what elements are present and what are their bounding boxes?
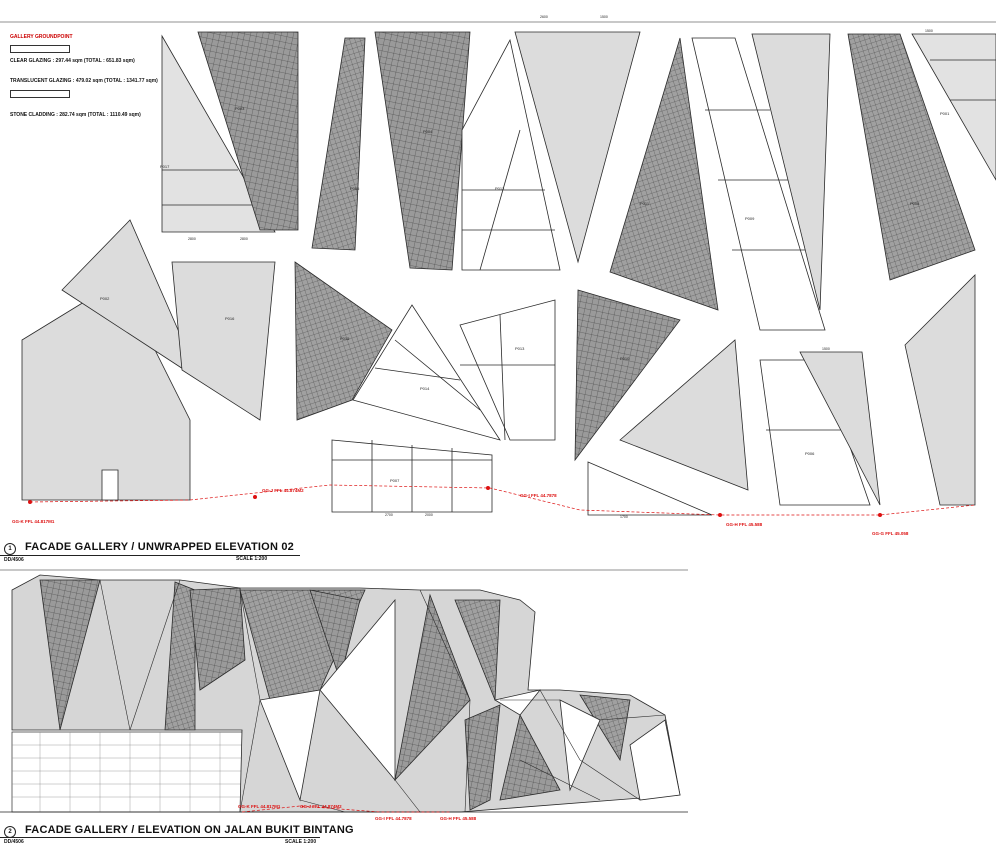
drawing-code: DD/4506 xyxy=(4,557,24,563)
elev-panel-clear xyxy=(493,689,542,716)
panel-labels: P017 P016 P015 P014 P013 P012 P011 P010 … xyxy=(100,106,950,483)
level-label: GG-H FFL 45.588 xyxy=(440,816,477,821)
elev-panel-clear xyxy=(629,719,681,801)
level-label: GG-K FFL 44.817M1 xyxy=(238,804,281,809)
elev-panel-clear xyxy=(559,699,601,792)
panel-label: P009 xyxy=(745,216,755,221)
elev-panel-grid xyxy=(464,704,501,811)
level-label: GG-J FFL 44.874M2 xyxy=(262,488,304,493)
level-label: GG-I FFL 44.7878 xyxy=(520,493,557,498)
elev-panel-grid xyxy=(164,581,196,731)
panel-p011 xyxy=(311,37,366,251)
elev-panel-grid xyxy=(394,593,471,782)
drawing-number: 1 xyxy=(4,543,16,555)
panel-p020 xyxy=(619,339,749,491)
dim-label: 2800 xyxy=(188,237,196,241)
elev-panel-clear xyxy=(259,689,321,802)
level-markers-bottom: GG-K FFL 44.817M1 GG-J FFL 44.874M2 GG-I… xyxy=(238,804,477,821)
elev-panel-grid xyxy=(309,589,361,682)
elev-panel-clear xyxy=(319,598,396,782)
level-label: GG-I FFL 44.7878 xyxy=(375,816,412,821)
legend-ground-label: GALLERY GROUNDPOINT xyxy=(10,34,73,40)
legend-translucent-label: TRANSLUCENT GLAZING : 479.02 sqm (TOTAL … xyxy=(10,78,158,84)
panel-p005 xyxy=(514,31,641,264)
street-elevation xyxy=(0,569,688,813)
dim-label: 2800 xyxy=(240,237,248,241)
panel-label: P003 xyxy=(235,106,245,111)
panel-label: P017 xyxy=(160,164,170,169)
dim-label: 2000 xyxy=(425,513,433,517)
drawing-scale: SCALE 1:200 xyxy=(236,556,268,562)
elev-triangulation xyxy=(99,579,666,813)
panel-p003 xyxy=(574,289,681,462)
panel-label: P002 xyxy=(100,296,110,301)
dimension-labels: 2800 2800 2600 1500 2700 2000 1700 1500 … xyxy=(188,15,933,519)
panel-p018 xyxy=(847,33,976,281)
dim-label: 1500 xyxy=(600,15,608,19)
panel-label: P004 xyxy=(423,129,433,134)
level-label: GG-G FFL 45.058 xyxy=(872,531,909,536)
panel-p024 xyxy=(799,351,881,506)
panel-label: P001 xyxy=(940,111,950,116)
elev-panel-grid xyxy=(39,579,101,731)
panel-label: P011 xyxy=(640,201,650,206)
level-markers-top: GG-K FFL 44.817M1 GG-J FFL 44.874M2 GG-I… xyxy=(12,486,909,536)
panel-p019 xyxy=(911,33,996,181)
panel-label: P012 xyxy=(495,186,505,191)
panel-p023 xyxy=(759,359,871,506)
level-label: GG-K FFL 44.817M1 xyxy=(12,519,55,524)
panel-p008 xyxy=(352,304,501,441)
dim-label: 2700 xyxy=(385,513,393,517)
panel-label: P016 xyxy=(225,316,235,321)
elev-panel-grid xyxy=(189,587,246,691)
panel-p004 xyxy=(609,37,719,311)
drawing-number: 2 xyxy=(4,826,16,838)
level-label: GG-H FFL 45.588 xyxy=(726,522,763,527)
adjacent-building xyxy=(11,731,243,813)
legend-clear-label: CLEAR GLAZING : 297.44 sqm (TOTAL : 651.… xyxy=(10,58,135,64)
panel-p025 xyxy=(904,274,976,506)
panel-p012 xyxy=(171,261,276,421)
elev-panel-grid xyxy=(454,599,501,701)
ground-level-line xyxy=(29,484,976,516)
panel-p010 xyxy=(374,31,471,271)
drawing-scale: SCALE 1:200 xyxy=(285,839,317,845)
level-label: GG-J FFL 44.874M2 xyxy=(300,804,342,809)
panel-label: P010 xyxy=(620,356,630,361)
panel-label: P007 xyxy=(390,478,400,483)
elev-panel-grid xyxy=(499,713,561,801)
panel-p006 xyxy=(459,299,556,441)
panel-p009 xyxy=(294,261,393,421)
panel-p007 xyxy=(461,38,561,271)
panel-p002 xyxy=(691,37,826,331)
dim-label: 2600 xyxy=(540,15,548,19)
unwrapped-elevation xyxy=(0,21,996,516)
panel-p015 xyxy=(61,219,201,382)
panel-label: P006 xyxy=(805,451,815,456)
adjacent-building-grid xyxy=(12,732,242,812)
drawing-title: FACADE GALLERY / ELEVATION ON JALAN BUKI… xyxy=(25,824,354,836)
legend-stone-label: STONE CLADDING : 282.74 sqm (TOTAL : 111… xyxy=(10,112,141,118)
legend-clear-swatch xyxy=(10,45,70,53)
panel-label: P005 xyxy=(350,186,360,191)
drawing-code: DD/4506 xyxy=(4,839,24,845)
dim-label: 1500 xyxy=(925,29,933,33)
panel-p016-window xyxy=(101,469,119,501)
legend-stone-swatch xyxy=(10,90,70,98)
dim-label: 1700 xyxy=(620,515,628,519)
drawing-title: FACADE GALLERY / UNWRAPPED ELEVATION 02 xyxy=(25,541,294,553)
panel-label: P008 xyxy=(910,201,920,206)
panel-label: P014 xyxy=(420,386,430,391)
panel-label: P015 xyxy=(340,336,350,341)
elev-panel-grid xyxy=(579,694,631,762)
dim-label: 1500 xyxy=(822,347,830,351)
panel-label: P013 xyxy=(515,346,525,351)
panel-p013 xyxy=(197,31,299,231)
panel-p001 xyxy=(751,33,831,311)
panel-p022 xyxy=(587,461,713,516)
